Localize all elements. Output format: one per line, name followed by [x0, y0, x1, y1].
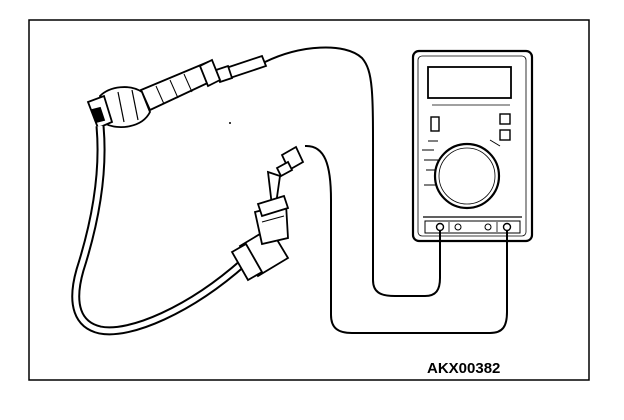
terminal-strip: [424, 220, 521, 234]
ignition-cable: [71, 125, 247, 336]
multimeter-display: [427, 66, 512, 99]
probe-upper: [214, 54, 268, 84]
multimeter-body: [411, 49, 534, 243]
coil-boot: [230, 194, 290, 282]
rotary-dial: [433, 142, 501, 210]
stray-mark: [229, 122, 231, 124]
probe-lower: [266, 145, 305, 208]
multimeter-button: [430, 116, 440, 132]
lead-v: [304, 144, 508, 334]
test-leads: [264, 46, 508, 334]
multimeter-button: [499, 113, 511, 125]
multimeter-button: [499, 129, 511, 141]
jack-v: [502, 222, 512, 232]
lead-com: [264, 46, 441, 297]
figure-border: [28, 19, 590, 381]
multimeter: [411, 49, 534, 243]
figure-code: AKX00382: [427, 360, 500, 377]
plug-boot: [86, 58, 222, 130]
jack-com: [435, 222, 445, 232]
